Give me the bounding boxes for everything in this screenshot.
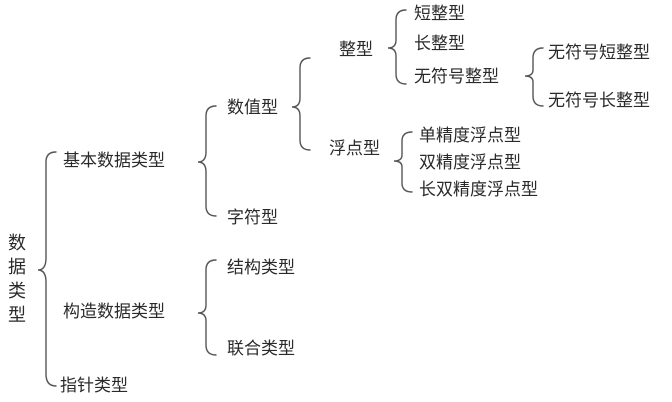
- root-label-char: 数: [8, 233, 26, 254]
- bracket-root: [37, 151, 57, 387]
- node-unsigned: 无符号整型: [414, 67, 499, 87]
- root-label-char: 类: [8, 281, 26, 302]
- node-basic-types: 基本数据类型: [63, 151, 165, 171]
- node-struct: 结构类型: [227, 258, 295, 278]
- node-char: 字符型: [227, 208, 278, 228]
- root-label: 数 据 类 型: [7, 232, 27, 328]
- bracket-constructed: [197, 259, 217, 356]
- bracket-integer: [387, 9, 407, 85]
- node-short: 短整型: [414, 4, 465, 24]
- bracket-float: [393, 131, 413, 193]
- node-constructed-types: 构造数据类型: [63, 302, 165, 322]
- node-numeric: 数值型: [227, 98, 278, 118]
- bracket-numeric: [291, 57, 311, 151]
- node-double: 双精度浮点型: [419, 153, 521, 173]
- node-long: 长整型: [414, 34, 465, 54]
- node-pointer: 指针类型: [60, 376, 128, 396]
- node-unsigned-short: 无符号短整型: [548, 43, 650, 63]
- root-label-char: 型: [8, 305, 26, 326]
- node-float: 浮点型: [329, 139, 380, 159]
- node-long-double: 长双精度浮点型: [419, 180, 538, 200]
- node-union: 联合类型: [227, 339, 295, 359]
- node-integer: 整型: [339, 40, 373, 60]
- node-single: 单精度浮点型: [419, 126, 521, 146]
- node-unsigned-long: 无符号长整型: [548, 91, 650, 111]
- bracket-unsigned: [524, 47, 544, 107]
- root-label-char: 据: [8, 257, 26, 278]
- bracket-basic: [197, 105, 217, 217]
